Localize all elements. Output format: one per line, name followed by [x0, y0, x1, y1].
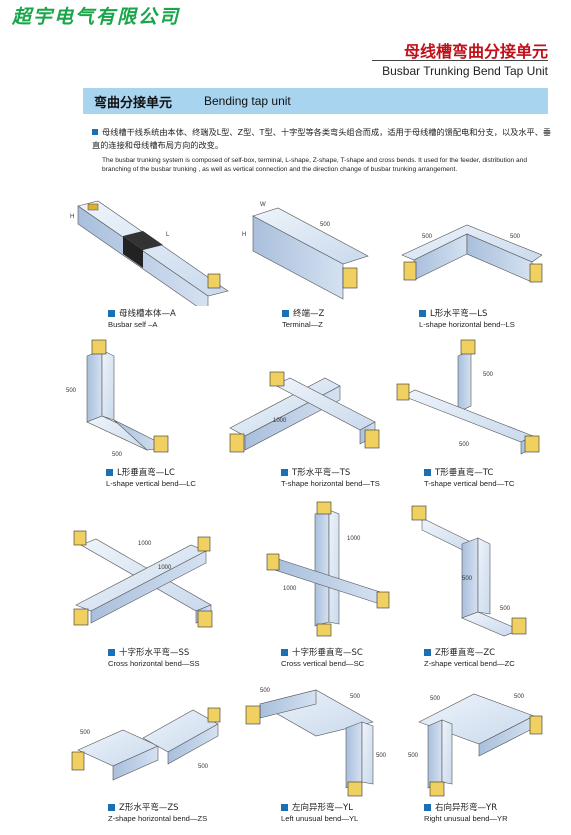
- svg-text:500: 500: [112, 452, 123, 458]
- intro-text-en: The busbar trunking system is composed o…: [102, 157, 528, 174]
- svg-text:500: 500: [462, 576, 473, 582]
- bullet-square-icon: [92, 129, 98, 135]
- figure-right-unusual-bend: 500 500 500: [408, 693, 543, 797]
- svg-text:500: 500: [500, 606, 511, 612]
- bullet-square-icon: [424, 649, 431, 656]
- figure-busbar-self: L H: [70, 200, 229, 306]
- svg-text:500: 500: [408, 753, 419, 759]
- bullet-square-icon: [419, 310, 426, 317]
- svg-text:L: L: [166, 232, 170, 238]
- svg-text:500: 500: [198, 764, 209, 770]
- svg-text:500: 500: [376, 753, 387, 759]
- svg-text:500: 500: [80, 730, 91, 736]
- figure-z-vertical-bend: 500 500: [411, 505, 527, 637]
- svg-text:500: 500: [350, 694, 361, 700]
- svg-text:500: 500: [260, 688, 271, 694]
- title-divider: [372, 60, 548, 61]
- svg-text:1000: 1000: [347, 536, 361, 542]
- section-title-en: Bending tap unit: [204, 94, 291, 108]
- svg-text:500: 500: [459, 442, 470, 448]
- svg-text:1000: 1000: [138, 541, 152, 547]
- bullet-square-icon: [281, 804, 288, 811]
- figure-left-unusual-bend: 500 500 500: [245, 688, 387, 797]
- svg-text:H: H: [242, 232, 246, 238]
- figure-l-vertical-bend: 500 500: [66, 339, 169, 458]
- figure-t-vertical-bend: 500 500: [396, 339, 540, 455]
- svg-text:500: 500: [514, 694, 525, 700]
- svg-text:1000: 1000: [158, 565, 172, 571]
- intro-text-cn: 母线槽干线系统由本体、终端及L型、Z型、T型、十字型等各类弯头组合而成，适用于母…: [92, 127, 552, 150]
- svg-text:H: H: [70, 214, 74, 220]
- bullet-square-icon: [108, 649, 115, 656]
- svg-text:500: 500: [320, 222, 331, 228]
- svg-text:500: 500: [510, 234, 521, 240]
- bullet-square-icon: [106, 469, 113, 476]
- figure-terminal: 500 H W: [242, 202, 369, 300]
- figure-l-horizontal-bend: 500 500: [401, 224, 543, 283]
- section-title-cn: 弯曲分接单元: [94, 96, 173, 111]
- bullet-square-icon: [108, 310, 115, 317]
- bullet-square-icon: [281, 649, 288, 656]
- svg-text:W: W: [260, 202, 266, 208]
- bullet-square-icon: [424, 469, 431, 476]
- svg-text:1000: 1000: [273, 418, 287, 424]
- figure-z-horizontal-bend: 500 500: [71, 707, 221, 781]
- svg-text:500: 500: [430, 696, 441, 702]
- svg-text:500: 500: [422, 234, 433, 240]
- page-title-en: Busbar Trunking Bend Tap Unit: [382, 64, 548, 78]
- section-header-band: [83, 88, 548, 114]
- figure-cross-vertical-bend: 1000 1000: [266, 501, 390, 637]
- company-logo: 超宇电气有限公司: [12, 6, 181, 28]
- bullet-square-icon: [281, 469, 288, 476]
- figure-cross-horizontal-bend: 1000 1000: [73, 530, 213, 628]
- bullet-square-icon: [282, 310, 289, 317]
- svg-text:500: 500: [66, 388, 77, 394]
- bullet-square-icon: [108, 804, 115, 811]
- svg-text:1000: 1000: [283, 586, 297, 592]
- figure-t-horizontal-bend: 1000: [229, 371, 380, 453]
- page-title-cn: 母线槽弯曲分接单元: [403, 42, 548, 61]
- svg-text:500: 500: [483, 372, 494, 378]
- bullet-square-icon: [424, 804, 431, 811]
